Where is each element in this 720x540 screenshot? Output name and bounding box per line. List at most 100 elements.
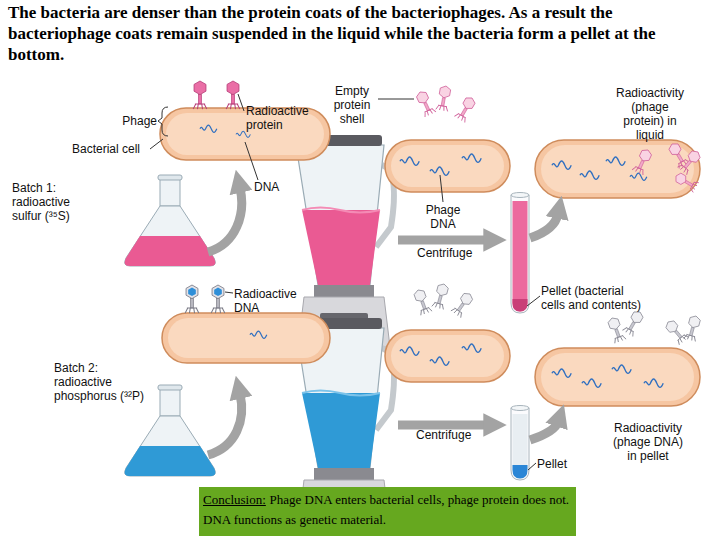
bacterial-cell [612,365,631,373]
diagram-title: The bacteria are denser than the protein… [8,2,714,65]
bacterial-cell [385,85,510,192]
bacterial-cell [535,140,700,198]
bacterial-cell [462,154,481,162]
bacterial-cell [185,285,199,313]
bacterial-cell [535,348,700,406]
bacterial-cell [684,314,702,341]
bacterial-cell [193,81,207,109]
blender [314,468,374,480]
bacterial-cell [160,81,330,160]
callout-label: Radioactive protein [246,104,326,132]
bacterial-cell [663,318,688,345]
centrifuge-tube [513,414,528,479]
flask [125,175,216,266]
bacterial-cell [606,157,625,165]
process-arrow [530,422,558,440]
bacterial-cell [211,285,225,313]
bacterial-cell [162,313,330,363]
centrifuge-tube [511,406,529,411]
conclusion-box: Conclusion:Phage DNA enters bacterial ce… [199,487,576,536]
bacterial-cell [385,140,510,192]
bacterial-cell [250,331,267,338]
callout-label: Pellet [537,457,587,471]
bacterial-cell [630,173,647,180]
leader-line [158,107,168,136]
flask [160,178,180,206]
bacterial-cell [385,282,510,382]
bacterial-cell [462,344,481,352]
bacterial-cell [226,81,240,109]
process-arrow [530,214,558,238]
bacterial-cell [535,309,702,406]
bacterial-cell [415,89,436,117]
flask [125,446,216,476]
callout-label: Radioactivity (phage DNA) in pellet [609,421,687,463]
bacterial-cell [622,309,645,336]
bacterial-cell [430,357,449,365]
flask [125,236,216,266]
callout-label: Phage [113,114,157,128]
bacterial-cell [454,95,477,122]
blender [302,393,380,468]
callout-label: Centrifuge [416,428,486,442]
process-arrow [208,394,242,455]
bacterial-cell [162,285,330,363]
callout-label: Centrifuge [417,246,487,260]
blender [296,145,384,285]
callout-label: Empty protein shell [326,84,378,126]
blender [302,391,380,396]
callout-label: Batch 1: radioactive sulfur (³⁵S) [12,181,100,223]
bacterial-cell [236,131,250,137]
bacterial-cell [391,145,504,187]
leader-line [528,463,536,470]
bacterial-cell [385,330,510,382]
bacterial-cell [632,147,653,175]
centrifuge-tube [511,193,529,198]
centrifuge-tube [513,299,528,312]
bacterial-cell [644,379,663,387]
process-arrow [208,188,242,252]
leader-line [245,142,258,180]
centrifuge-tube [511,406,529,481]
leader-line [378,99,414,100]
bacterial-cell [580,171,599,179]
blender [302,208,380,213]
bacterial-cell [430,167,449,175]
bacterial-cell [166,113,324,155]
centrifuge-tube [511,408,529,480]
process-arrow [208,188,558,455]
flask [158,385,182,390]
bacterial-cell [582,379,601,387]
callout-label: Phage DNA [420,203,466,231]
box-heading: Conclusion: [203,492,266,507]
bacterial-cell [673,171,699,192]
bacterial-cell [552,369,571,377]
callout-label: DNA [254,180,294,194]
leader-line [150,139,163,149]
flask [160,388,180,416]
callout-label: Radioactivity (phage protein) in liquid [611,86,689,142]
bacterial-cell [552,161,571,169]
bacterial-cell [535,140,703,198]
centrifuge-tube [513,201,528,312]
bacterial-cell [412,288,432,315]
process-arrow [398,236,488,245]
bacterial-cell [200,125,217,132]
bacterial-cell [541,353,694,401]
bacterial-cell [677,148,702,175]
bacterial-cell [391,335,504,377]
flask [158,175,182,180]
bacterial-cell [400,157,419,165]
bacterial-cell [400,347,419,355]
leader-line [527,296,540,306]
blender [314,285,374,297]
flask [125,206,216,266]
bacterial-cell [436,85,452,111]
bacterial-cell [432,282,450,309]
callout-label: Radioactive DNA [234,287,306,315]
centrifuge-tube [513,465,528,479]
callout-label: Bacterial cell [72,142,152,156]
centrifuge-tube [511,195,529,313]
